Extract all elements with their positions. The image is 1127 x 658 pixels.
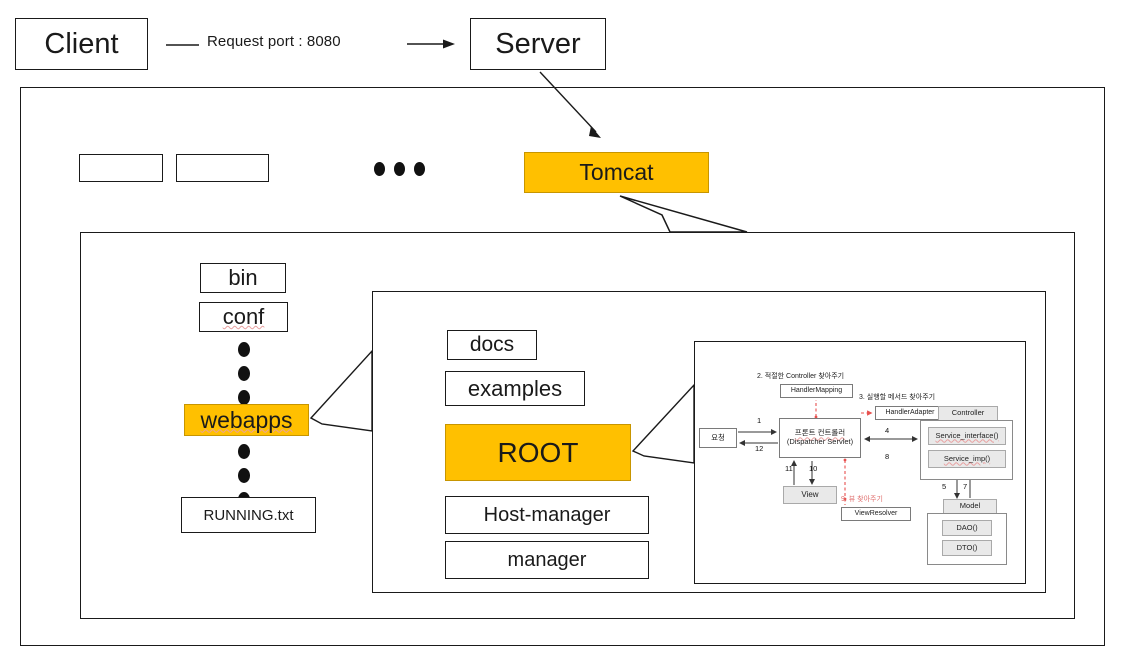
spring-mvc-flow-panel: 요청 프론트 컨트롤러 (Dispatcher Servlet) Handler… — [694, 341, 1026, 584]
dir-examples: examples — [445, 371, 585, 406]
mvc-dao-label: DAO() — [956, 522, 978, 532]
server-frame — [20, 87, 1105, 646]
request-port-label: Request port : 8080 — [207, 33, 341, 50]
mvc-dto-box: DTO() — [942, 540, 992, 556]
dir-manager-label: manager — [507, 548, 587, 571]
dir-bin: bin — [200, 263, 286, 293]
dir-conf: conf — [199, 302, 288, 332]
mvc-view-resolver-box: ViewResolver — [841, 507, 911, 521]
dir-webapps-label: webapps — [200, 406, 293, 433]
horizontal-ellipsis-icon — [374, 158, 426, 178]
mvc-step-4: 4 — [885, 426, 890, 435]
mvc-note-9: 9. 뷰 찾아주기 — [841, 496, 883, 503]
mvc-dao-box: DAO() — [942, 520, 992, 536]
tomcat-frame — [80, 232, 1075, 619]
mvc-service-interface-box: Service_interface() — [928, 427, 1006, 445]
mvc-handler-mapping-box: HandlerMapping — [780, 384, 853, 398]
dir-webapps: webapps — [184, 404, 309, 436]
empty-app-box-2 — [176, 154, 269, 182]
mvc-handler-adapter-box: HandlerAdapter — [875, 406, 945, 420]
mvc-step-11: 11 — [785, 464, 793, 473]
dir-root: ROOT — [445, 424, 631, 481]
mvc-note-2: 2. 적절한 Controller 찾아주기 — [757, 373, 845, 380]
dir-bin-label: bin — [228, 265, 258, 290]
dir-docs-label: docs — [469, 333, 515, 356]
dir-docs: docs — [447, 330, 537, 360]
mvc-service-imp-box: Service_imp() — [928, 450, 1006, 468]
mvc-dto-label: DTO() — [956, 542, 978, 552]
empty-app-box-1 — [79, 154, 163, 182]
mvc-front-controller-box: 프론트 컨트롤러 (Dispatcher Servlet) — [779, 418, 861, 458]
dir-host-manager: Host-manager — [445, 496, 649, 534]
mvc-view-box: View — [783, 486, 837, 504]
server-box: Server — [470, 18, 606, 70]
mvc-note-3: 3. 실행할 메서드 찾아주기 — [859, 394, 936, 401]
mvc-step-8: 8 — [885, 452, 890, 461]
mvc-service-interface-label: Service_interface() — [935, 430, 999, 440]
mvc-front-controller-label-en: (Dispatcher Servlet) — [786, 437, 854, 446]
mvc-model-label: Model — [959, 501, 981, 511]
dir-host-manager-label: Host-manager — [483, 503, 611, 526]
mvc-step-12: 12 — [755, 444, 764, 453]
dir-examples-label: examples — [467, 375, 563, 401]
tomcat-label: Tomcat — [579, 159, 654, 185]
dir-running-txt: RUNNING.txt — [181, 497, 316, 533]
mvc-front-controller-label-ko: 프론트 컨트롤러 — [794, 428, 846, 438]
webapps-frame — [372, 291, 1046, 593]
client-label: Client — [44, 27, 119, 60]
server-label: Server — [495, 27, 581, 60]
mvc-view-label: View — [801, 490, 819, 500]
dir-root-label: ROOT — [497, 436, 579, 468]
mvc-controller-tab: Controller — [938, 406, 998, 421]
mvc-view-resolver-label: ViewResolver — [854, 509, 898, 517]
vertical-ellipsis-icon-1 — [238, 342, 252, 414]
mvc-step-7: 7 — [963, 482, 968, 491]
mvc-handler-adapter-label: HandlerAdapter — [885, 408, 935, 416]
mvc-model-tab: Model — [943, 499, 997, 514]
mvc-handler-mapping-label: HandlerMapping — [790, 386, 843, 394]
dir-conf-label: conf — [222, 304, 265, 329]
mvc-service-imp-label: Service_imp() — [943, 453, 991, 463]
mvc-step-5: 5 — [942, 482, 947, 491]
dir-manager: manager — [445, 541, 649, 579]
mvc-request-label: 요청 — [711, 432, 725, 442]
mvc-step-1: 1 — [757, 416, 762, 425]
tomcat-box: Tomcat — [524, 152, 709, 193]
mvc-request-box: 요청 — [699, 428, 737, 448]
mvc-step-10: 10 — [809, 464, 818, 473]
client-box: Client — [15, 18, 148, 70]
mvc-controller-label: Controller — [951, 408, 985, 418]
dir-running-txt-label: RUNNING.txt — [203, 506, 294, 524]
